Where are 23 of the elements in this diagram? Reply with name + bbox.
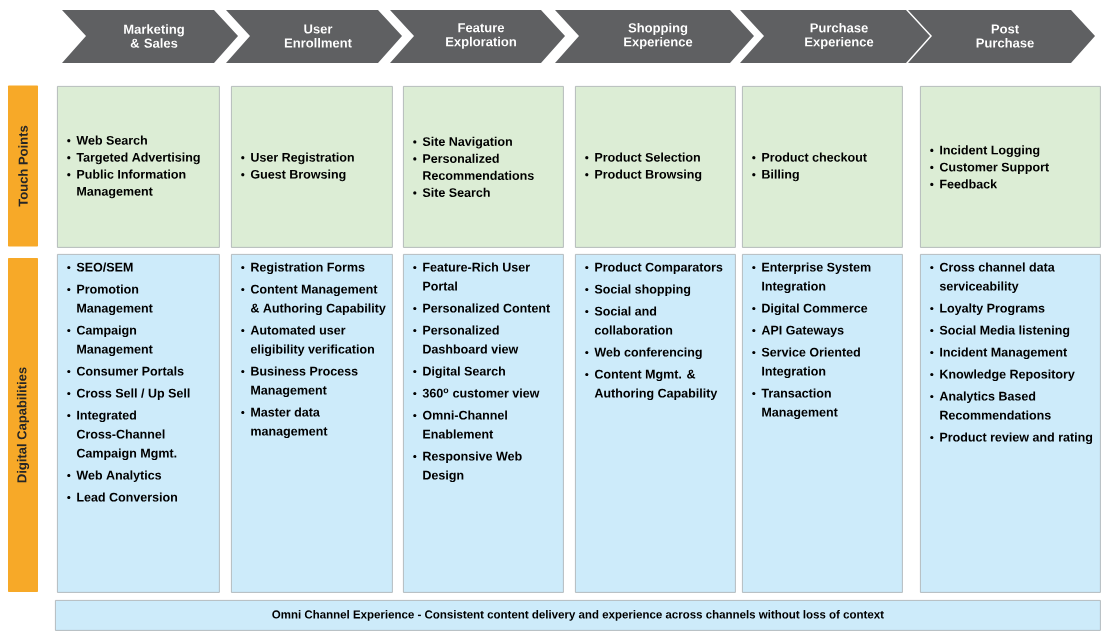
capability-box: Cross channel data serviceability Loyalty Programs Social Media listening Incident Management Knowledge Repository Analytics Based Recommendations Product review and rating xyxy=(920,254,1101,593)
touchpoint-box: Incident Logging Customer Support Feedback xyxy=(920,86,1101,248)
stage-banner: User Enrollment xyxy=(226,10,402,63)
capability-box: Registration Forms Content Management & Authoring Capability Automated user eligibility verification Business Process Management Master data management xyxy=(231,254,393,593)
row-label: Digital Capabilities xyxy=(8,258,38,592)
capability-box: Enterprise System Integration Digital Commerce API Gateways Service Oriented Integration Transaction Management xyxy=(742,254,903,593)
capability-box: Feature-Rich User Portal Personalized Content Personalized Dashboard view Digital Search 360$^{o}$ customer view Omni-Channel Enablement Responsive Web Design xyxy=(403,254,564,593)
row-label: Touch Points xyxy=(8,85,38,247)
node-label: Post Purchase xyxy=(976,24,1034,48)
footer-band: Omni Channel Experience - Consistent content delivery and experience across channels without loss of context xyxy=(55,600,1101,631)
touchpoint-box: Web Search Targeted Advertising Public Information Management xyxy=(57,86,220,248)
stage-banner: Post Purchase xyxy=(908,10,1095,63)
stage-banner: Purchase Experience xyxy=(740,10,930,63)
stage-banner: Marketing & Sales xyxy=(62,10,238,63)
touchpoint-box: Product checkout Billing xyxy=(742,86,903,248)
touchpoint-box: Product Selection Product Browsing xyxy=(575,86,736,248)
capability-box: Product Comparators Social shopping Social and collaboration Web conferencing Content Mgmt. & Authoring Capability xyxy=(575,254,736,593)
touchpoint-box: User Registration Guest Browsing xyxy=(231,86,393,248)
touchpoint-box: Site Navigation Personalized Recommendations Site Search xyxy=(403,86,564,248)
stage-banner: Feature Exploration xyxy=(390,10,565,63)
capability-box: SEO/SEM Promotion Management Campaign Management Consumer Portals Cross Sell / Up Sell Integrated Cross-Channel Campaign Mgmt. Web Analytics Lead Conversion xyxy=(57,254,220,593)
node-label: Purchase Experience xyxy=(805,22,874,50)
stage-banner: Shopping Experience xyxy=(555,10,754,63)
